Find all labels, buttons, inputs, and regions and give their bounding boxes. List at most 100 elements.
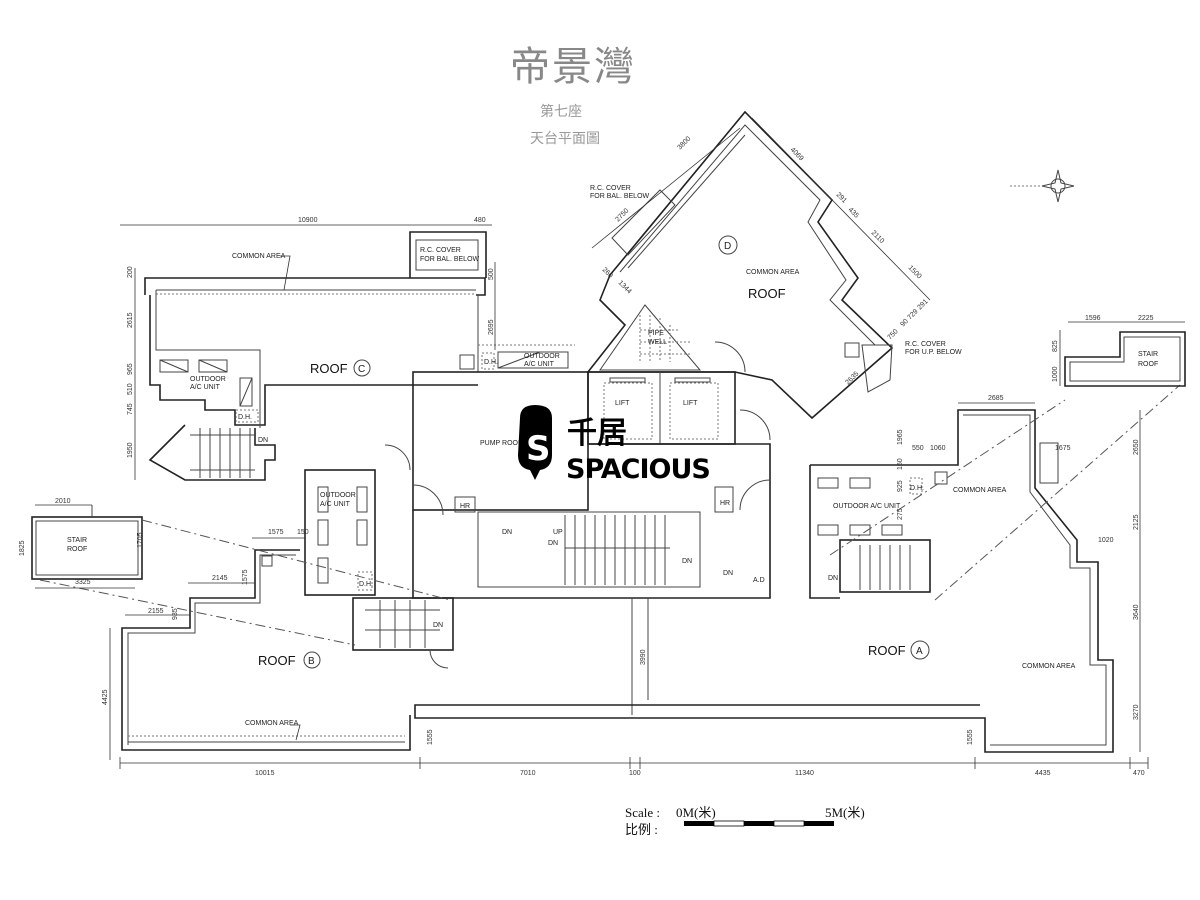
roof-c-label: ROOF — [310, 361, 348, 376]
rc-cover-label-up-2: FOR U.P. BELOW — [905, 349, 962, 356]
dim-1705: 1705 — [137, 532, 144, 548]
svg-text:3640: 3640 — [1133, 604, 1140, 620]
svg-text:1575: 1575 — [242, 569, 249, 585]
spacious-watermark-logo: S 千居 SPACIOUS — [518, 405, 711, 485]
outdoor-ac-label-w-2: A/C UNIT — [320, 501, 351, 508]
roof-c-letter: C — [358, 364, 365, 375]
dn-label-c: DN — [258, 437, 268, 444]
svg-text:275: 275 — [897, 508, 904, 520]
outdoor-ac-label-c-2: A/C UNIT — [190, 384, 221, 391]
stair-roof-left-label-2: ROOF — [67, 546, 87, 553]
svg-text:200: 200 — [127, 266, 134, 278]
svg-text:1344: 1344 — [617, 279, 633, 295]
roof-a-label: ROOF — [868, 643, 906, 658]
svg-text:1555: 1555 — [427, 729, 434, 745]
common-area-label-a-1: COMMON AREA — [953, 487, 1007, 494]
svg-text:0M(米): 0M(米) — [676, 805, 716, 820]
svg-text:2615: 2615 — [127, 312, 134, 328]
dim-1000: 1000 — [1052, 366, 1059, 382]
svg-text:745: 745 — [127, 403, 134, 415]
hr-label-2: HR — [720, 500, 730, 507]
svg-text:5M(米): 5M(米) — [825, 805, 865, 820]
svg-text:1950: 1950 — [127, 442, 134, 458]
dims-roof-a: 2685 1965 550 1060 160 925 275 1675 2650… — [897, 395, 1140, 745]
svg-text:1675: 1675 — [1055, 445, 1071, 452]
roof-a-area — [414, 384, 1181, 753]
svg-text:3270: 3270 — [1133, 704, 1140, 720]
svg-text:260: 260 — [601, 266, 614, 279]
dim-3325: 3325 — [75, 579, 91, 586]
common-area-label-b: COMMON AREA — [245, 720, 299, 727]
dim-2695: 2695 — [488, 319, 495, 335]
outdoor-ac-label-c-1: OUTDOOR — [190, 376, 226, 383]
dn-label-core-1: DN — [502, 529, 512, 536]
common-area-label-c: COMMON AREA — [232, 253, 286, 260]
svg-text:435: 435 — [847, 206, 860, 219]
dims-roof-b: 1575 150 2145 1575 2155 935 4425 1555 — [102, 529, 434, 745]
svg-text:S: S — [526, 429, 551, 469]
svg-text:2145: 2145 — [212, 575, 228, 582]
pipe-well-label-2: WELL — [648, 339, 667, 346]
dim-3990: 3990 — [640, 649, 647, 665]
svg-text:1965: 1965 — [897, 429, 904, 445]
dim-480: 480 — [474, 217, 486, 224]
svg-text:100: 100 — [629, 770, 641, 777]
scale-bar: Scale : 比例 : 0M(米) 5M(米) — [625, 805, 865, 837]
roof-b-letter: B — [308, 656, 315, 667]
rc-cover-label-d-1: R.C. COVER — [590, 185, 631, 192]
rc-cover-label-d-2: FOR BAL. BELOW — [590, 193, 650, 200]
dim-825: 825 — [1052, 340, 1059, 352]
dh-label-c2: D.H. — [484, 359, 498, 366]
bottom-dimension-chain: 10015 7010 100 11340 4435 470 — [119, 757, 1149, 777]
rc-cover-label-up-1: R.C. COVER — [905, 341, 946, 348]
dim-500: 500 — [488, 268, 495, 280]
outdoor-ac-label-c3-2: A/C UNIT — [524, 361, 555, 368]
svg-text:750: 750 — [886, 328, 899, 341]
svg-text:Scale :: Scale : — [625, 805, 660, 820]
roof-b-marker — [303, 651, 321, 669]
svg-text:1575: 1575 — [268, 529, 284, 536]
dim-2010: 2010 — [55, 498, 71, 505]
block-title: 第七座 — [540, 103, 582, 120]
dim-2225: 2225 — [1138, 315, 1154, 322]
svg-text:2650: 2650 — [1133, 439, 1140, 455]
svg-text:2155: 2155 — [148, 608, 164, 615]
dn-label-core-2: DN — [548, 540, 558, 547]
svg-text:10015: 10015 — [255, 770, 275, 777]
dh-label-c: D.H. — [238, 414, 252, 421]
stair-roof-left — [31, 504, 451, 646]
svg-text:291: 291 — [916, 298, 929, 311]
svg-text:11340: 11340 — [795, 770, 814, 777]
pipe-well-label-1: PIPE — [648, 330, 664, 337]
svg-text:3800: 3800 — [676, 135, 692, 151]
stair-roof-left-label-1: STAIR — [67, 537, 87, 544]
svg-text:150: 150 — [297, 529, 309, 536]
svg-text:550: 550 — [912, 445, 924, 452]
west-ac-block — [304, 469, 454, 669]
lift-label-1: LIFT — [615, 400, 630, 407]
dim-10900: 10900 — [298, 217, 318, 224]
ad-label: A.D — [753, 577, 765, 584]
outdoor-ac-label-c3-1: OUTDOOR — [524, 353, 560, 360]
common-area-label-a-2: COMMON AREA — [1022, 663, 1076, 670]
dn-label-a: DN — [828, 575, 838, 582]
common-area-label-d: COMMON AREA — [746, 269, 800, 276]
staircase-treads — [564, 515, 666, 585]
roof-b-label: ROOF — [258, 653, 296, 668]
svg-text:510: 510 — [127, 383, 134, 395]
lift-label-2: LIFT — [683, 400, 698, 407]
svg-text:1060: 1060 — [930, 445, 946, 452]
roof-d-letter: D — [724, 241, 731, 252]
outdoor-ac-label-w-1: OUTDOOR — [320, 492, 356, 499]
hr-label-1: HR — [460, 503, 470, 510]
watermark-en: SPACIOUS — [566, 454, 710, 485]
dim-1596: 1596 — [1085, 315, 1101, 322]
svg-text:935: 935 — [172, 608, 179, 620]
dn-label-b: DN — [433, 622, 443, 629]
stair-roof-right-label-2: ROOF — [1138, 361, 1158, 368]
stair-roof-right-label-1: STAIR — [1138, 351, 1158, 358]
spacious-logo-icon — [518, 405, 552, 480]
roof-a-marker — [910, 640, 930, 660]
svg-text:291: 291 — [835, 191, 848, 204]
